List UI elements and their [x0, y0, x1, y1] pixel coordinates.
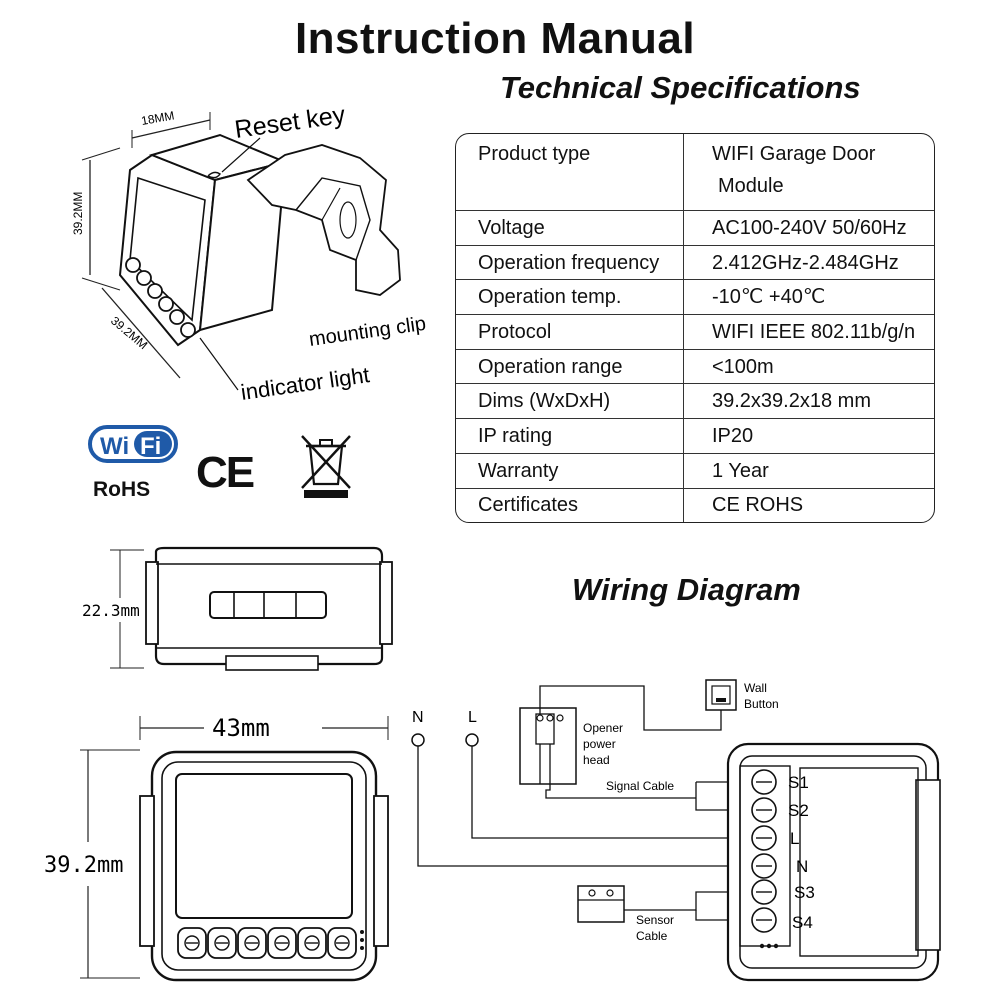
live-label: L [468, 709, 477, 726]
opener-label-1: Opener [583, 721, 623, 735]
spec-value: <100m [683, 348, 934, 384]
spec-value: 2.412GHz-2.484GHz [683, 244, 934, 280]
dim-side-label: 39.2MM [71, 192, 85, 235]
spec-key: Operation frequency [456, 244, 684, 280]
wall-button-label-1: Wall [744, 681, 767, 695]
front-height-label: 39.2mm [44, 853, 123, 878]
device-side-view: 22.3mm [82, 546, 393, 671]
device-front-view: 43mm 39.2mm [44, 714, 389, 982]
spec-value: WIFI IEEE 802.11b/g/n [683, 314, 934, 350]
spec-key: Protocol [456, 314, 684, 350]
spec-value: IP20 [683, 418, 934, 454]
sensor-label-2: Cable [636, 929, 668, 943]
table-row: Operation temp.-10℃ +40℃ [456, 279, 934, 315]
opener-label-2: power [583, 737, 616, 751]
side-height-label: 22.3mm [82, 601, 140, 620]
spec-key: Dims (WxDxH) [456, 383, 684, 419]
wifi-logo-fi: Fi [140, 433, 161, 460]
wifi-logo: Wi Fi [88, 425, 178, 463]
spec-key: Operation temp. [456, 279, 684, 315]
spec-key: Product type [456, 134, 684, 211]
mounting-clip-label: mounting clip [308, 313, 428, 351]
spec-value: 1 Year [683, 452, 934, 488]
spec-value: 39.2x39.2x18 mm [683, 383, 934, 419]
page-title: Instruction Manual [294, 14, 696, 63]
terminal-l-label: L [790, 829, 799, 848]
signal-cable-label: Signal Cable [606, 779, 674, 793]
terminal-s2-label: S2 [788, 801, 809, 820]
spec-value: AC100-240V 50/60Hz [683, 210, 934, 246]
front-width-label: 43mm [212, 714, 270, 742]
rohs-logo: RoHS [93, 478, 151, 501]
opener-label-3: head [583, 753, 610, 767]
weee-bin-icon [301, 435, 351, 498]
terminal-s1-label: S1 [788, 773, 809, 792]
wiring-section-title: Wiring Diagram [572, 572, 801, 607]
ce-mark: CE [196, 448, 255, 497]
wiring-diagram: N L Opener power head Wall Button Signal… [411, 679, 941, 982]
spec-key: Voltage [456, 210, 684, 246]
dim-top-label: 18MM [140, 108, 175, 128]
wall-button-label-2: Button [744, 697, 779, 711]
table-row: Operation range<100m [456, 348, 934, 384]
spec-value: CE ROHS [683, 487, 934, 522]
reset-key-label: Reset key [233, 101, 347, 144]
indicator-light-label: indicator light [239, 362, 371, 405]
device-isometric-drawing: 18MM 39.2MM 39.2MM Reset key mounting cl… [71, 101, 428, 405]
spec-value: -10℃ +40℃ [683, 279, 934, 315]
spec-key: Warranty [456, 452, 684, 488]
neutral-label: N [412, 709, 424, 726]
spec-key: Certificates [456, 487, 684, 522]
terminal-s3-label: S3 [794, 883, 815, 902]
table-row: Dims (WxDxH)39.2x39.2x18 mm [456, 383, 934, 419]
terminal-s4-label: S4 [792, 913, 813, 932]
terminal-n-label: N [796, 857, 808, 876]
spec-section-title: Technical Specifications [500, 70, 861, 105]
sensor-label-1: Sensor [636, 913, 674, 927]
spec-key: Operation range [456, 348, 684, 384]
wifi-logo-wi: Wi [100, 433, 129, 460]
spec-key: IP rating [456, 418, 684, 454]
